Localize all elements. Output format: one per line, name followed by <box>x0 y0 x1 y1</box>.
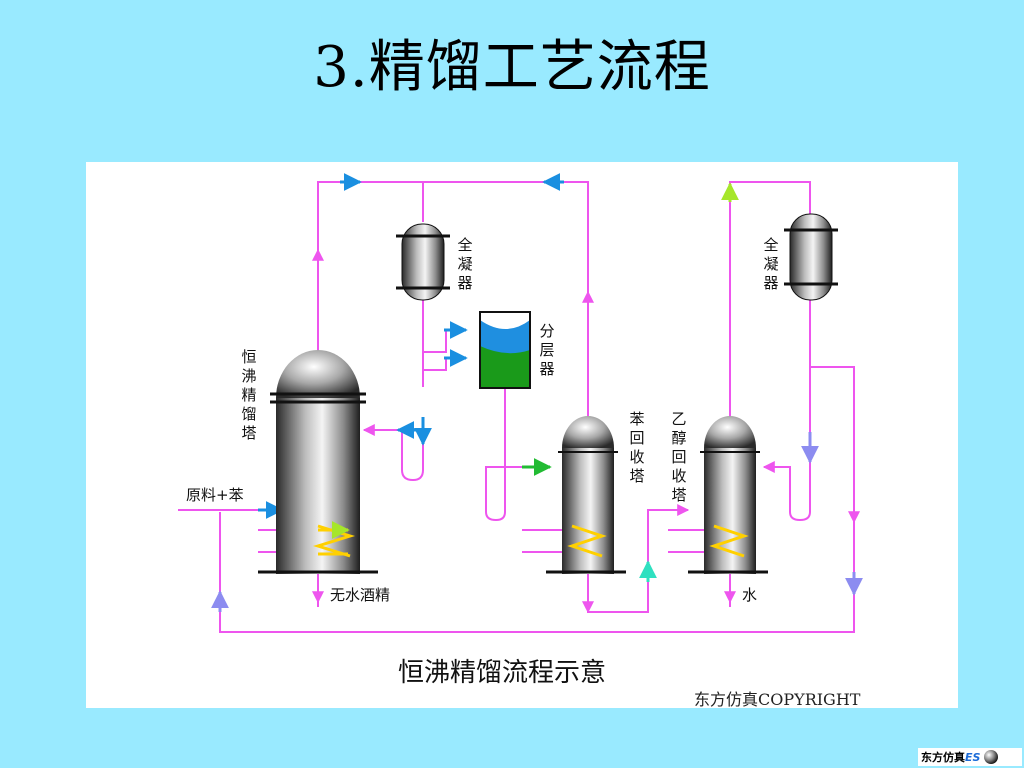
logo-text: 东方仿真 <box>921 751 965 764</box>
decanter <box>479 311 531 389</box>
product-ethanol-label: 无水酒精 <box>330 586 391 604</box>
brand-logo: 东方仿真 ES <box>918 748 1022 766</box>
product-water-label: 水 <box>742 586 758 604</box>
condenser-2 <box>784 213 838 301</box>
azeotropic-column-label: 恒沸精馏塔 <box>241 348 257 442</box>
decanter-label: 分层器 <box>539 322 555 378</box>
azeotropic-column <box>258 350 378 574</box>
logo-suffix: ES <box>965 750 981 764</box>
ethanol-recovery-column-label: 乙醇回收塔 <box>671 410 687 504</box>
logo-mark-icon <box>984 750 999 764</box>
diagram-caption: 恒沸精馏流程示意 <box>398 658 607 688</box>
condenser-2-label: 全凝器 <box>763 236 779 292</box>
benzene-recovery-column <box>546 416 626 574</box>
copyright-text: 东方仿真COPYRIGHT <box>694 690 861 709</box>
process-flow-diagram: 全凝器 全凝器 分层器 恒沸精馏塔 苯回收塔 乙醇回收塔 原料+苯 无水酒精 水… <box>86 162 958 709</box>
feed-label: 原料+苯 <box>186 486 244 504</box>
process-flow-svg <box>178 173 863 633</box>
ethanol-recovery-column <box>688 416 768 574</box>
condenser-1 <box>396 223 450 301</box>
condenser-1-label: 全凝器 <box>457 236 473 292</box>
slide-title: 3.精馏工艺流程 <box>313 35 711 100</box>
flow-arrows <box>211 173 863 614</box>
benzene-recovery-column-label: 苯回收塔 <box>629 410 645 485</box>
